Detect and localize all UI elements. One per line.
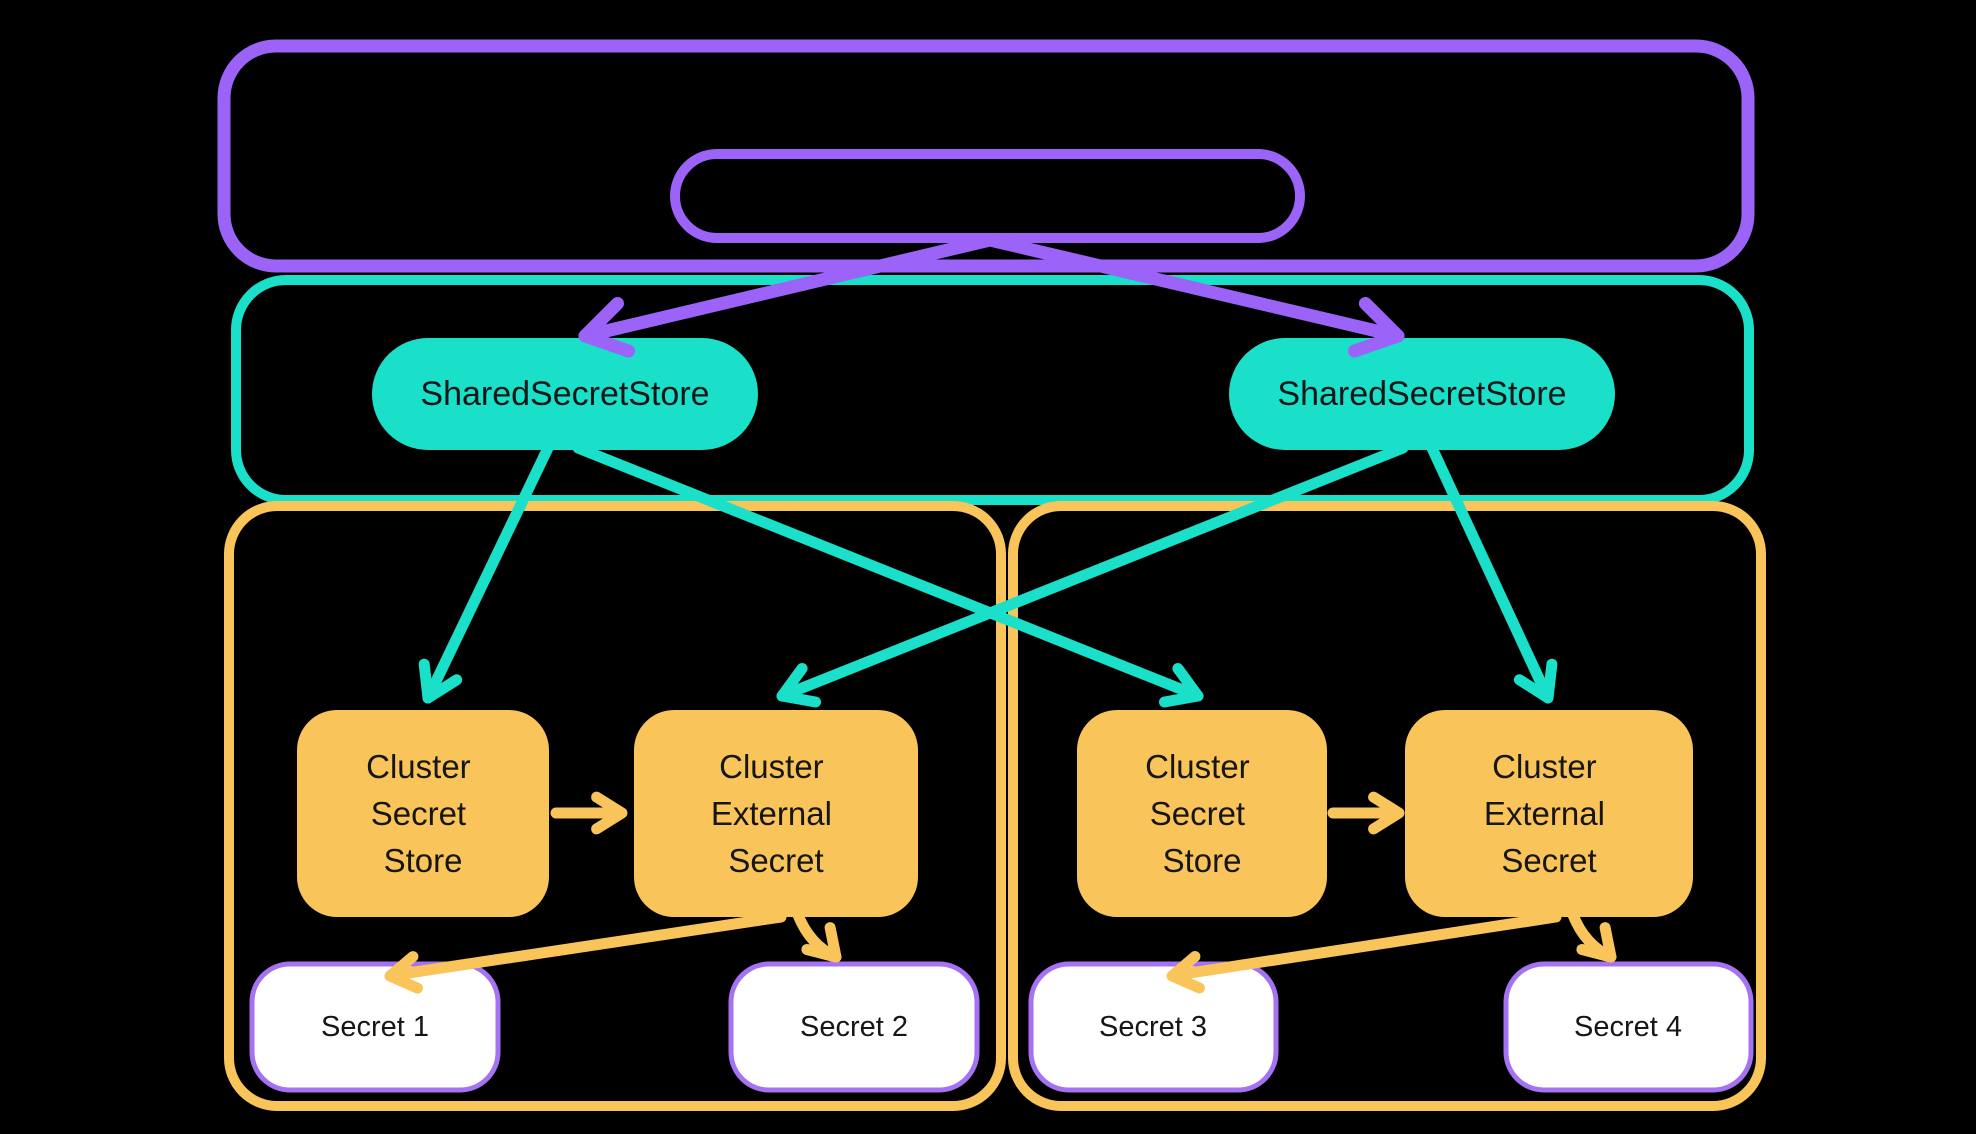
cluster-a-secret-store-shape [297, 710, 549, 917]
arrow-b-external-to-secret-3 [1171, 911, 1562, 981]
arrowhead-cluster-a-external [776, 663, 821, 708]
top-inner-pill [670, 149, 1305, 243]
arrowhead-cluster-a-store [418, 658, 463, 704]
arrow-a-external-to-secret-1 [389, 911, 787, 981]
label-line: Cluster [366, 748, 471, 785]
cluster-a-external-secret-box: Cluster External Secret [634, 710, 918, 917]
containers [217, 39, 1766, 1111]
top-outer-container [217, 39, 1755, 273]
secret-1-pill: Secret 1 [249, 961, 501, 1093]
secret-1-label: Secret 1 [321, 1011, 429, 1043]
cluster-b-secret-store-label: Cluster Secret Store [1145, 748, 1259, 879]
label-line: Secret [1501, 842, 1596, 879]
shared-secret-store-left: SharedSecretStore [372, 338, 758, 450]
secret-4-label: Secret 4 [1574, 1011, 1682, 1043]
arrowhead-secret-1 [384, 951, 423, 994]
arrowhead-secret-3 [1166, 951, 1205, 994]
label-line: Cluster [1492, 748, 1597, 785]
secret-4-pill: Secret 4 [1503, 961, 1754, 1093]
secret-2-pill: Secret 2 [728, 961, 980, 1093]
label-line: Store [384, 842, 463, 879]
label-line: Secret [371, 795, 466, 832]
label-line: External [711, 795, 832, 832]
arrowhead-b-external [1368, 791, 1405, 835]
purple-arrows [578, 233, 1405, 358]
arrowhead-secret-4 [1576, 922, 1617, 963]
arrows [384, 233, 1617, 994]
label-line: Cluster [719, 748, 824, 785]
teal-arrows [418, 442, 1558, 708]
arrow-rightstore-to-cluster-b-external [1426, 442, 1554, 704]
cluster-a-secret-store-label: Cluster Secret Store [366, 748, 480, 879]
cluster-b-external-secret-shape [1405, 710, 1693, 917]
arrowhead-cluster-b-store [1159, 663, 1204, 708]
cluster-a-external-secret-shape [634, 710, 918, 917]
arrowhead-secret-2 [801, 922, 842, 963]
shared-secret-store-right: SharedSecretStore [1229, 338, 1615, 450]
cluster-b-container [1008, 501, 1766, 1111]
shared-secret-store-left-label: SharedSecretStore [420, 375, 709, 413]
arrow-pill-to-stores-line [578, 233, 1405, 343]
label-line: Secret [1150, 795, 1245, 832]
arrowhead-to-left-store [578, 297, 635, 358]
cluster-a-external-secret-label: Cluster External Secret [711, 748, 841, 879]
label-line: Secret [728, 842, 823, 879]
label-line: Store [1163, 842, 1242, 879]
shared-secret-store-left-shape [372, 338, 758, 450]
nodes: SharedSecretStore SharedSecretStore Clus… [249, 338, 1754, 1093]
yellow-arrows [384, 791, 1617, 994]
cluster-b-external-secret-label: Cluster External Secret [1484, 748, 1614, 879]
secret-3-label: Secret 3 [1099, 1011, 1207, 1043]
secret-2-label: Secret 2 [800, 1011, 908, 1043]
secret-3-shape [1028, 961, 1279, 1093]
arrowhead-a-external [591, 791, 628, 835]
arrowhead-cluster-b-external [1513, 658, 1558, 704]
cluster-b-external-secret-box: Cluster External Secret [1405, 710, 1693, 917]
shared-secret-store-right-label: SharedSecretStore [1277, 375, 1566, 413]
secret-4-shape [1503, 961, 1754, 1093]
secret-1-shape [249, 961, 501, 1093]
arrowhead-to-right-store [1348, 297, 1405, 358]
label-line: Cluster [1145, 748, 1250, 785]
label-line: External [1484, 795, 1605, 832]
shared-secret-store-right-shape [1229, 338, 1615, 450]
shared-store-band-container [231, 275, 1754, 505]
secret-3-pill: Secret 3 [1028, 961, 1279, 1093]
cluster-b-secret-store-shape [1077, 710, 1327, 917]
arrow-leftstore-to-cluster-a-store [422, 442, 554, 704]
arrow-rightstore-to-cluster-a-external [776, 442, 1409, 702]
cluster-a-container [224, 501, 1006, 1111]
cluster-b-secret-store-box: Cluster Secret Store [1077, 710, 1327, 917]
arrow-leftstore-to-cluster-b-store [572, 442, 1204, 702]
cluster-a-secret-store-box: Cluster Secret Store [297, 710, 549, 917]
secret-2-shape [728, 961, 980, 1093]
